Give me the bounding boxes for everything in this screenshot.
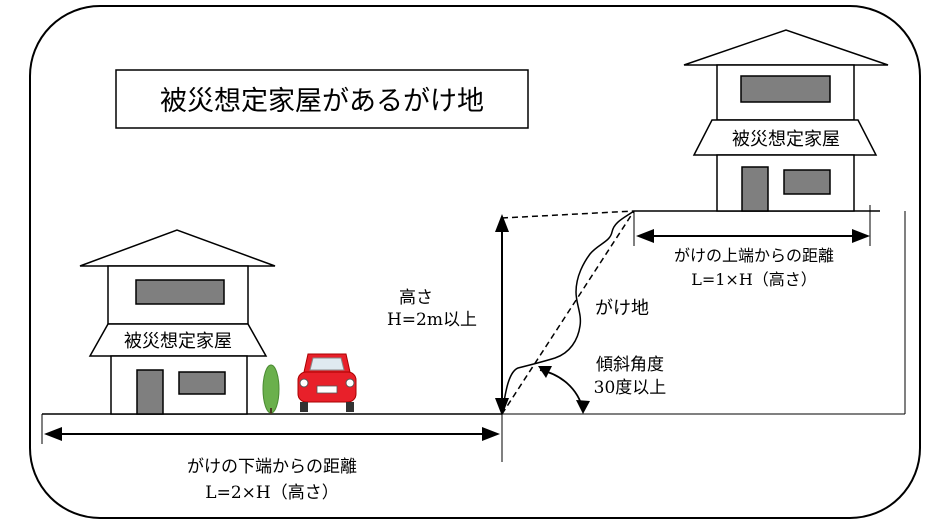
upper-distance-arrow-left <box>636 229 654 243</box>
house-right-window <box>783 169 831 195</box>
upper-distance-label-line1: がけの上端からの距離 <box>674 246 834 265</box>
car-icon <box>297 353 357 412</box>
upper-distance-arrow-right <box>852 229 870 243</box>
height-arrow-up <box>495 214 509 232</box>
house-left-label: 被災想定家屋 <box>124 331 232 352</box>
house-left: 被災想定家屋 <box>79 229 276 415</box>
angle-arrow-top <box>538 366 552 378</box>
height-label-line2: H=2m以上 <box>387 310 477 330</box>
house-left-window <box>178 371 226 395</box>
lower-distance-arrow-left <box>44 427 62 441</box>
house-right-roof <box>683 29 889 66</box>
house-right-door <box>741 166 769 212</box>
cliff-label: がけ地 <box>595 298 649 319</box>
diagram-title: 被災想定家屋があるがけ地 <box>160 86 484 117</box>
angle-label-line2: 30度以上 <box>594 378 667 398</box>
tree-icon <box>262 364 280 414</box>
title-box <box>115 69 529 129</box>
lower-distance-label-line2: L=2×H（高さ） <box>205 483 338 503</box>
house-left-roof <box>79 229 276 267</box>
height-label-line1: 高さ <box>399 288 433 308</box>
lower-distance-arrow-right <box>482 427 500 441</box>
height-arrow-down <box>495 398 509 416</box>
cliff-top-dashed-line <box>501 210 635 219</box>
lower-distance-label-line1: がけの下端からの距離 <box>187 457 357 477</box>
cliff-slope-dashed-line <box>501 210 635 415</box>
cliff-outline <box>501 210 635 415</box>
house-right: 被災想定家屋 <box>683 29 889 212</box>
house-left-upper-window <box>135 279 225 305</box>
upper-distance-label-line2: L=1×H（高さ） <box>691 270 817 289</box>
house-left-door <box>136 369 164 415</box>
angle-arrow-bottom <box>576 400 590 414</box>
angle-label-line1: 傾斜角度 <box>596 355 664 375</box>
house-right-label: 被災想定家屋 <box>732 129 840 150</box>
outer-frame <box>29 5 921 519</box>
house-right-upper-window <box>740 75 831 103</box>
